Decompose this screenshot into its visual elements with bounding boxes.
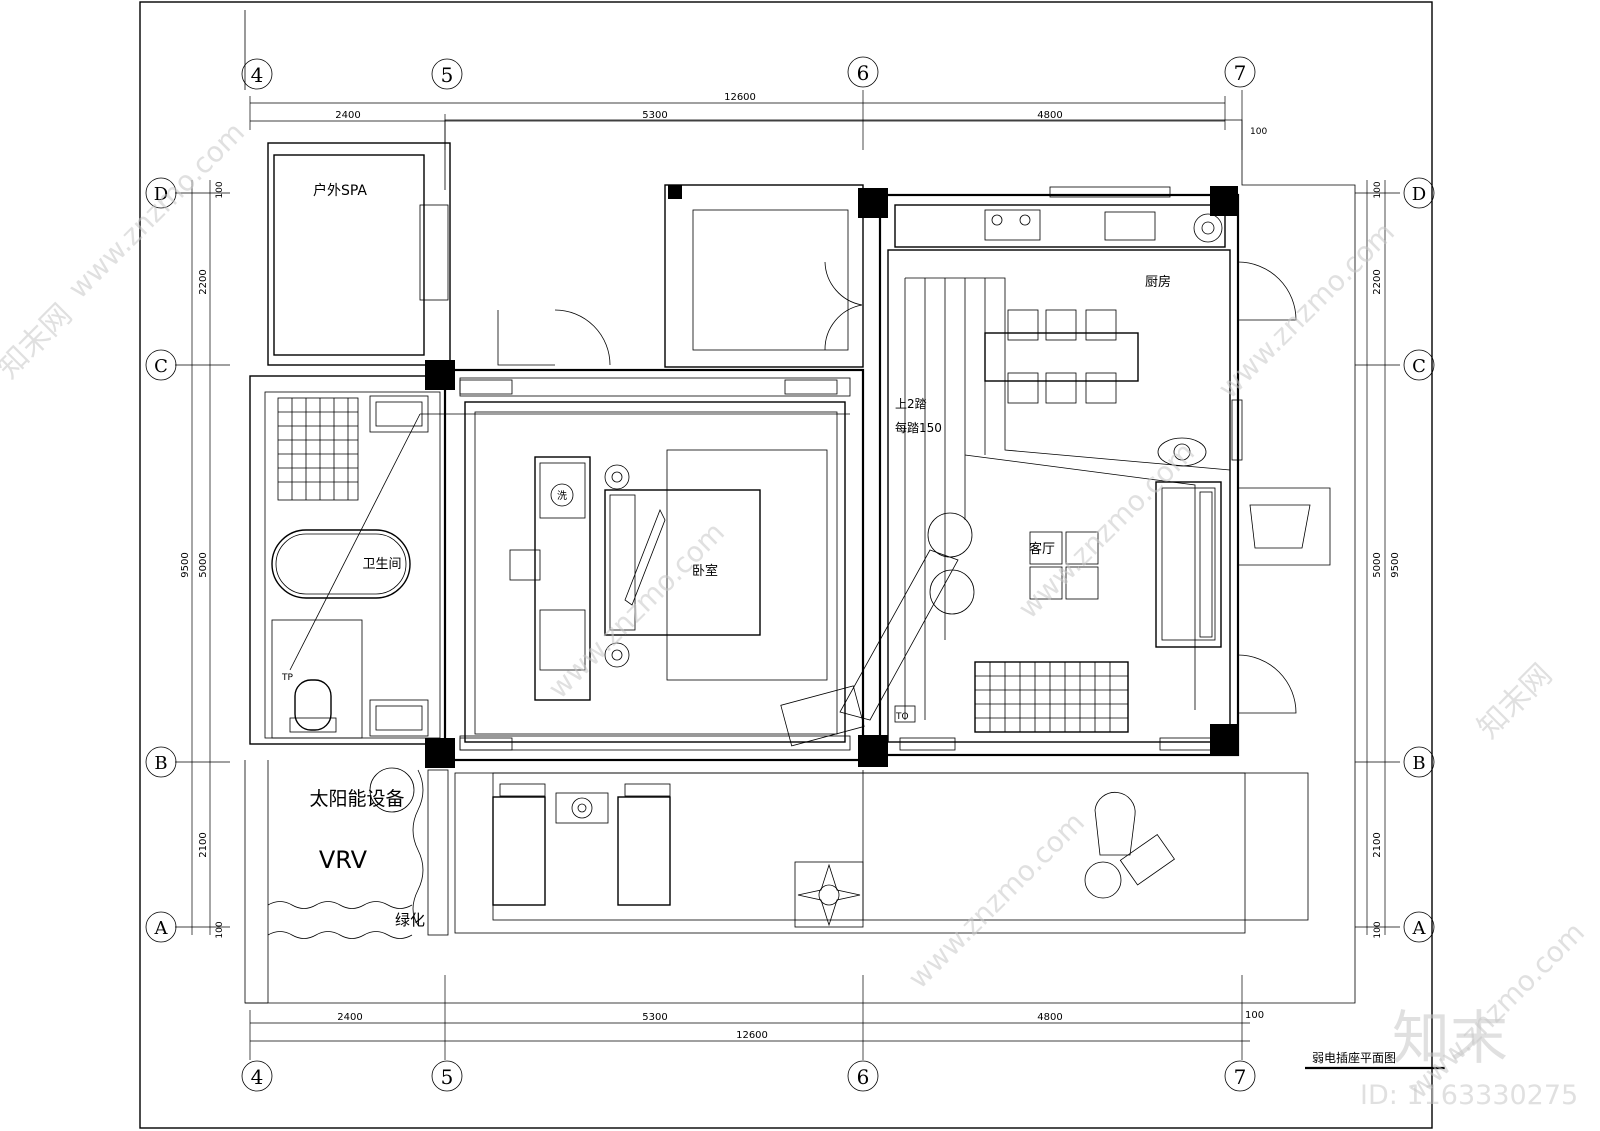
dim-bottom-total: 12600: [736, 1030, 768, 1041]
stair-up-label: 上2踏: [895, 397, 927, 411]
dim-top-edge: 100: [1250, 127, 1267, 137]
axis-7-top: 7: [1234, 61, 1247, 85]
dim-right-total: 9500: [1390, 552, 1401, 577]
axis-5-top: 5: [441, 63, 454, 87]
dim-left-seg-4: 2100: [198, 832, 209, 857]
structural-columns: [425, 186, 1238, 768]
watermark-text: www.znzmo.com: [1012, 436, 1201, 625]
right-dimensions: 9500 100 2200 5000 2100 100: [1355, 180, 1401, 939]
axis-4-bottom: 4: [251, 1065, 264, 1089]
axis-D-right: D: [1412, 184, 1426, 205]
drawing-title-block: 弱电插座平面图: [1305, 1050, 1445, 1070]
axis-6-bottom: 6: [857, 1065, 870, 1089]
axis-D-left: D: [154, 184, 168, 205]
dim-right-seg-2: 2200: [1372, 269, 1383, 294]
living-rug: [974, 661, 1129, 733]
axis-7-bottom: 7: [1234, 1065, 1247, 1089]
bathtub: [271, 529, 411, 599]
axis-bubbles-top: 4 5 6 7: [241, 10, 1256, 90]
kitchen-data-socket: [1193, 213, 1223, 243]
dim-top-seg-3: 4800: [1037, 110, 1062, 121]
solar-vrv-area: 太阳能设备 VRV 绿化: [267, 767, 449, 939]
watermark-brand: 知末网: [0, 297, 79, 385]
dim-left-seg-2: 2200: [198, 269, 209, 294]
upper-storage-room: [497, 184, 864, 368]
watermark-brand: 知末网: [1471, 657, 1559, 745]
sofa: [1155, 481, 1222, 648]
drawing-title: 弱电插座平面图: [1312, 1050, 1396, 1065]
label-solar: 太阳能设备: [309, 788, 404, 810]
watermark-layer: www.znzmo.com www.znzmo.com www.znzmo.co…: [0, 116, 1591, 1111]
tv-socket-bottom: [604, 642, 630, 668]
watermark-text: www.znzmo.com: [62, 116, 251, 305]
axis-B-right: B: [1412, 753, 1425, 774]
watermark-text: www.znzmo.com: [1212, 216, 1401, 405]
room-label-kitchen: 厨房: [1145, 274, 1171, 290]
dim-left-seg-3: 5000: [198, 552, 209, 577]
dim-right-seg-1: 100: [1373, 181, 1383, 198]
stair-height-label: 每踏150: [895, 420, 942, 435]
dim-bottom-seg-1: 2400: [337, 1012, 362, 1023]
toilet: [294, 679, 332, 731]
bedroom: 洗 卧室: [443, 368, 865, 762]
kitchen-counter: [894, 204, 1226, 248]
label-vrv: VRV: [319, 846, 368, 874]
outdoor-spa: 户外SPA: [267, 142, 451, 366]
watermark-logo: 知末: [1392, 1004, 1508, 1072]
to-socket-label: TO: [895, 712, 909, 722]
room-label-living: 客厅: [1029, 541, 1055, 557]
wash-machine-label: 洗: [557, 490, 567, 502]
kitchen-living: 厨房 上2踏 每踏150 客厅: [780, 186, 1331, 757]
dim-left-seg-5: 100: [215, 921, 225, 938]
axis-A-left: A: [154, 918, 169, 939]
room-label-spa: 户外SPA: [313, 182, 367, 199]
washbasin-top: [369, 395, 429, 433]
watermark-id: ID: 1163330275: [1360, 1080, 1578, 1111]
shower-tile-grid: [277, 397, 359, 501]
bottom-dimensions: 2400 5300 4800 100 12600: [249, 975, 1264, 1060]
label-green: 绿化: [395, 911, 425, 929]
axis-5-bottom: 5: [441, 1065, 454, 1089]
room-label-bedroom: 卧室: [692, 563, 718, 579]
dim-bottom-edge: 100: [1245, 1010, 1264, 1021]
axis-4-top: 4: [251, 63, 264, 87]
living-data-socket: [1157, 437, 1207, 467]
axis-C-right: C: [1412, 356, 1426, 377]
dim-left-seg-1: 100: [215, 181, 225, 198]
watermark-text: www.znzmo.com: [902, 806, 1091, 995]
dim-right-seg-5: 100: [1373, 921, 1383, 938]
site-outline: [244, 119, 1356, 1004]
dim-left-total: 9500: [180, 552, 191, 577]
left-dimensions: 9500 100 2200 5000 2100 100: [175, 180, 230, 939]
dim-right-seg-3: 5000: [1372, 552, 1383, 577]
dim-bottom-seg-3: 4800: [1037, 1012, 1062, 1023]
dim-top-total: 12600: [724, 92, 756, 103]
dim-top-seg-2: 5300: [642, 110, 667, 121]
dim-top-seg-1: 2400: [335, 110, 360, 121]
drawing-frame: [139, 1, 1433, 1129]
axis-6-top: 6: [857, 61, 870, 85]
dim-bottom-seg-2: 5300: [642, 1012, 667, 1023]
axis-bubbles-right: D C B A: [1403, 177, 1435, 943]
room-label-bathroom: 卫生间: [362, 557, 401, 572]
dim-right-seg-4: 2100: [1372, 832, 1383, 857]
washbasin-bottom: [369, 699, 429, 737]
axis-C-left: C: [154, 356, 168, 377]
axis-A-right: A: [1412, 918, 1427, 939]
axis-B-left: B: [154, 753, 167, 774]
tv-socket-top: [604, 464, 630, 490]
axis-bubbles-left: D C B A: [145, 177, 177, 943]
balcony-furniture: [492, 783, 1176, 928]
tp-socket-label: TP: [281, 673, 293, 683]
axis-bubbles-bottom: 4 5 6 7: [241, 1060, 1256, 1092]
